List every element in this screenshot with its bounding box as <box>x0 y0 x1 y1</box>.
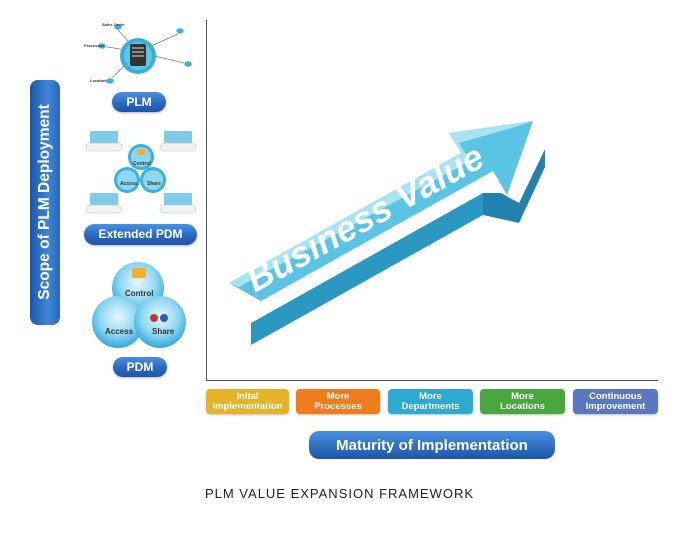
x-axis-label: Maturity of Implementation <box>336 436 528 454</box>
plm-pill: PLM <box>112 92 166 112</box>
y-axis-line <box>206 20 207 380</box>
pdm-circle-access: Access <box>105 327 134 336</box>
plm-node-location: Location <box>90 78 107 83</box>
ext-circle-control: Control <box>133 161 151 167</box>
y-axis-label: Scope of PLM Deployment <box>36 104 53 300</box>
pdm-pill: PDM <box>113 357 167 377</box>
plm-node-processes: Processes <box>84 43 105 48</box>
ext-circle-access: Access <box>120 181 138 187</box>
y-axis-label-pill: Scope of PLM Deployment <box>30 80 60 325</box>
extended-pdm-illustration: Control Access Share <box>85 131 197 214</box>
business-value-arrow: Business Value <box>229 121 545 345</box>
x-axis-line <box>206 380 658 381</box>
pdm-circles-illustration: Control Access Share <box>92 262 186 348</box>
figure-caption: PLM VALUE EXPANSION FRAMEWORK <box>204 486 475 501</box>
plm-node-sales-order: Sales Order <box>102 22 125 27</box>
plm-network-illustration: Sales Order Processes Location <box>84 22 193 85</box>
pdm-circle-share: Share <box>152 327 175 336</box>
pdm-circle-control: Control <box>125 289 153 298</box>
ext-circle-share: Share <box>147 181 161 187</box>
extended-pdm-pill: Extended PDM <box>84 224 197 245</box>
x-axis-label-pill: Maturity of Implementation <box>309 431 555 459</box>
